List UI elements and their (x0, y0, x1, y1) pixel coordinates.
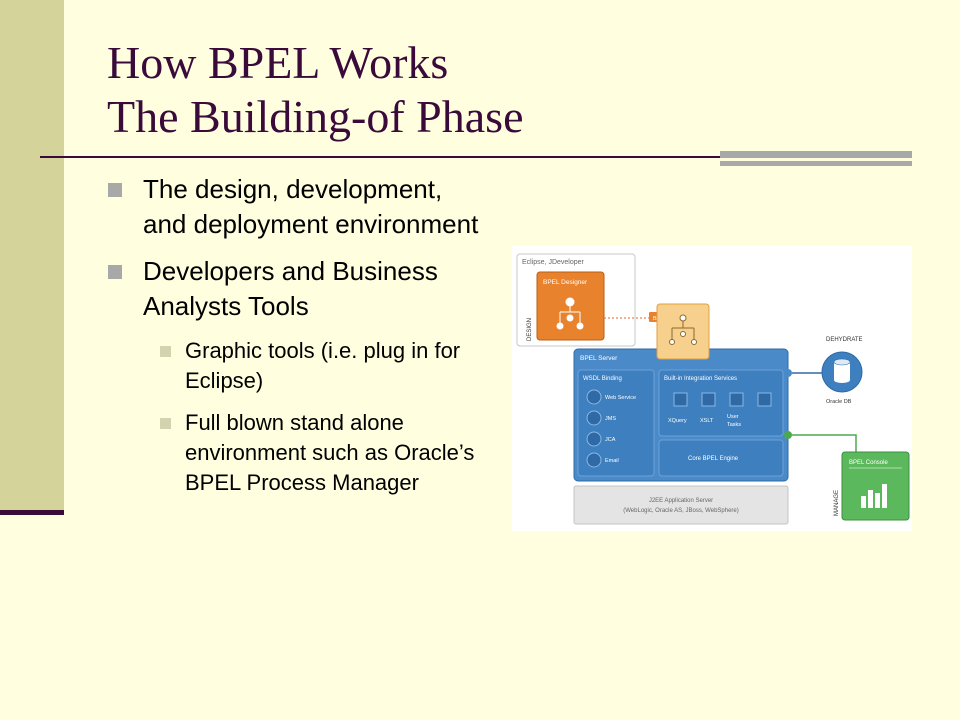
wsdl-item: Web Service (586, 389, 636, 405)
j2ee-server-box (573, 485, 789, 525)
integration-item-label: XSLT (700, 418, 714, 424)
square-bullet-icon (108, 265, 122, 279)
bpel-architecture-diagram: Eclipse, JDeveloper DESIGN BPEL Designer… (512, 246, 912, 531)
console-connector-line (792, 434, 857, 452)
wsdl-item-label: JMS (605, 416, 616, 422)
bpel-designer-label: BPEL Designer (543, 279, 588, 286)
eclipse-label: Eclipse, JDeveloper (522, 259, 585, 266)
wsdl-item-label: JCA (605, 437, 616, 443)
wsdl-item-label: Web Service (605, 395, 636, 401)
integration-item-label: XQuery (668, 418, 687, 424)
integration-service-icon (729, 392, 744, 407)
j2ee-sublabel: (WebLogic, Oracle AS, JBoss, WebSphere) (623, 508, 739, 514)
bullet-item: The design, development, and deployment … (106, 172, 486, 242)
j2ee-label: J2EE Application Server (649, 498, 713, 504)
bpel-console-box (841, 451, 910, 521)
database-icon (833, 358, 851, 383)
title-accent-bar-lower (720, 161, 912, 166)
bar-chart-icon (861, 484, 887, 508)
wsdl-label: WSDL Binding (583, 376, 622, 382)
manage-label: MANAGE (834, 490, 840, 516)
integration-service-icon (701, 392, 716, 407)
square-bullet-icon (108, 183, 122, 197)
dehydrate-label: DEHYDRATE (826, 337, 863, 343)
integration-service-icon (673, 392, 688, 407)
wsdl-item-label: Email (605, 458, 619, 464)
integration-services-panel (658, 369, 784, 437)
bullet-item: Developers and Business Analysts Tools (106, 254, 486, 324)
title-accent-bar (720, 151, 912, 158)
integration-item-label: Tasks (727, 422, 741, 428)
db-label: Oracle DB (826, 399, 852, 405)
title-line-1: How BPEL Works (107, 37, 449, 88)
square-bullet-icon (160, 418, 171, 429)
bullet-list: The design, development, and deployment … (106, 172, 486, 510)
wsdl-item: JCA (586, 431, 616, 447)
square-bullet-icon (160, 346, 171, 357)
bullet-text: The design, development, and deployment … (143, 174, 479, 239)
integration-item-label: User (727, 414, 739, 420)
integration-label: Built-in Integration Services (664, 376, 737, 382)
console-connector-dot (784, 431, 792, 439)
sub-bullet-item: Graphic tools (i.e. plug in for Eclipse) (148, 336, 486, 396)
slide-title: How BPEL Works The Building-of Phase (107, 36, 524, 144)
sub-bullet-text: Full blown stand alone environment such … (185, 410, 475, 495)
bpel-server-label: BPEL Server (580, 355, 618, 362)
wsdl-item: Email (586, 452, 619, 468)
core-engine-panel (658, 439, 784, 477)
engine-label: Core BPEL Engine (688, 456, 739, 462)
bullet-text: Developers and Business Analysts Tools (143, 256, 438, 321)
left-decor-line (0, 510, 64, 515)
console-label: BPEL Console (849, 460, 888, 466)
title-line-2: The Building-of Phase (107, 91, 524, 142)
sub-bullet-text: Graphic tools (i.e. plug in for Eclipse) (185, 338, 461, 393)
deployed-flow-icon (669, 314, 697, 345)
design-label: DESIGN (527, 318, 533, 341)
db-connector-dot (784, 369, 792, 377)
left-decor-band (0, 0, 64, 514)
wsdl-item: JMS (586, 410, 616, 426)
process-flow-icon (556, 297, 584, 330)
sub-bullet-item: Full blown stand alone environment such … (148, 408, 486, 498)
integration-service-icon (757, 392, 772, 407)
title-underline (40, 156, 912, 158)
